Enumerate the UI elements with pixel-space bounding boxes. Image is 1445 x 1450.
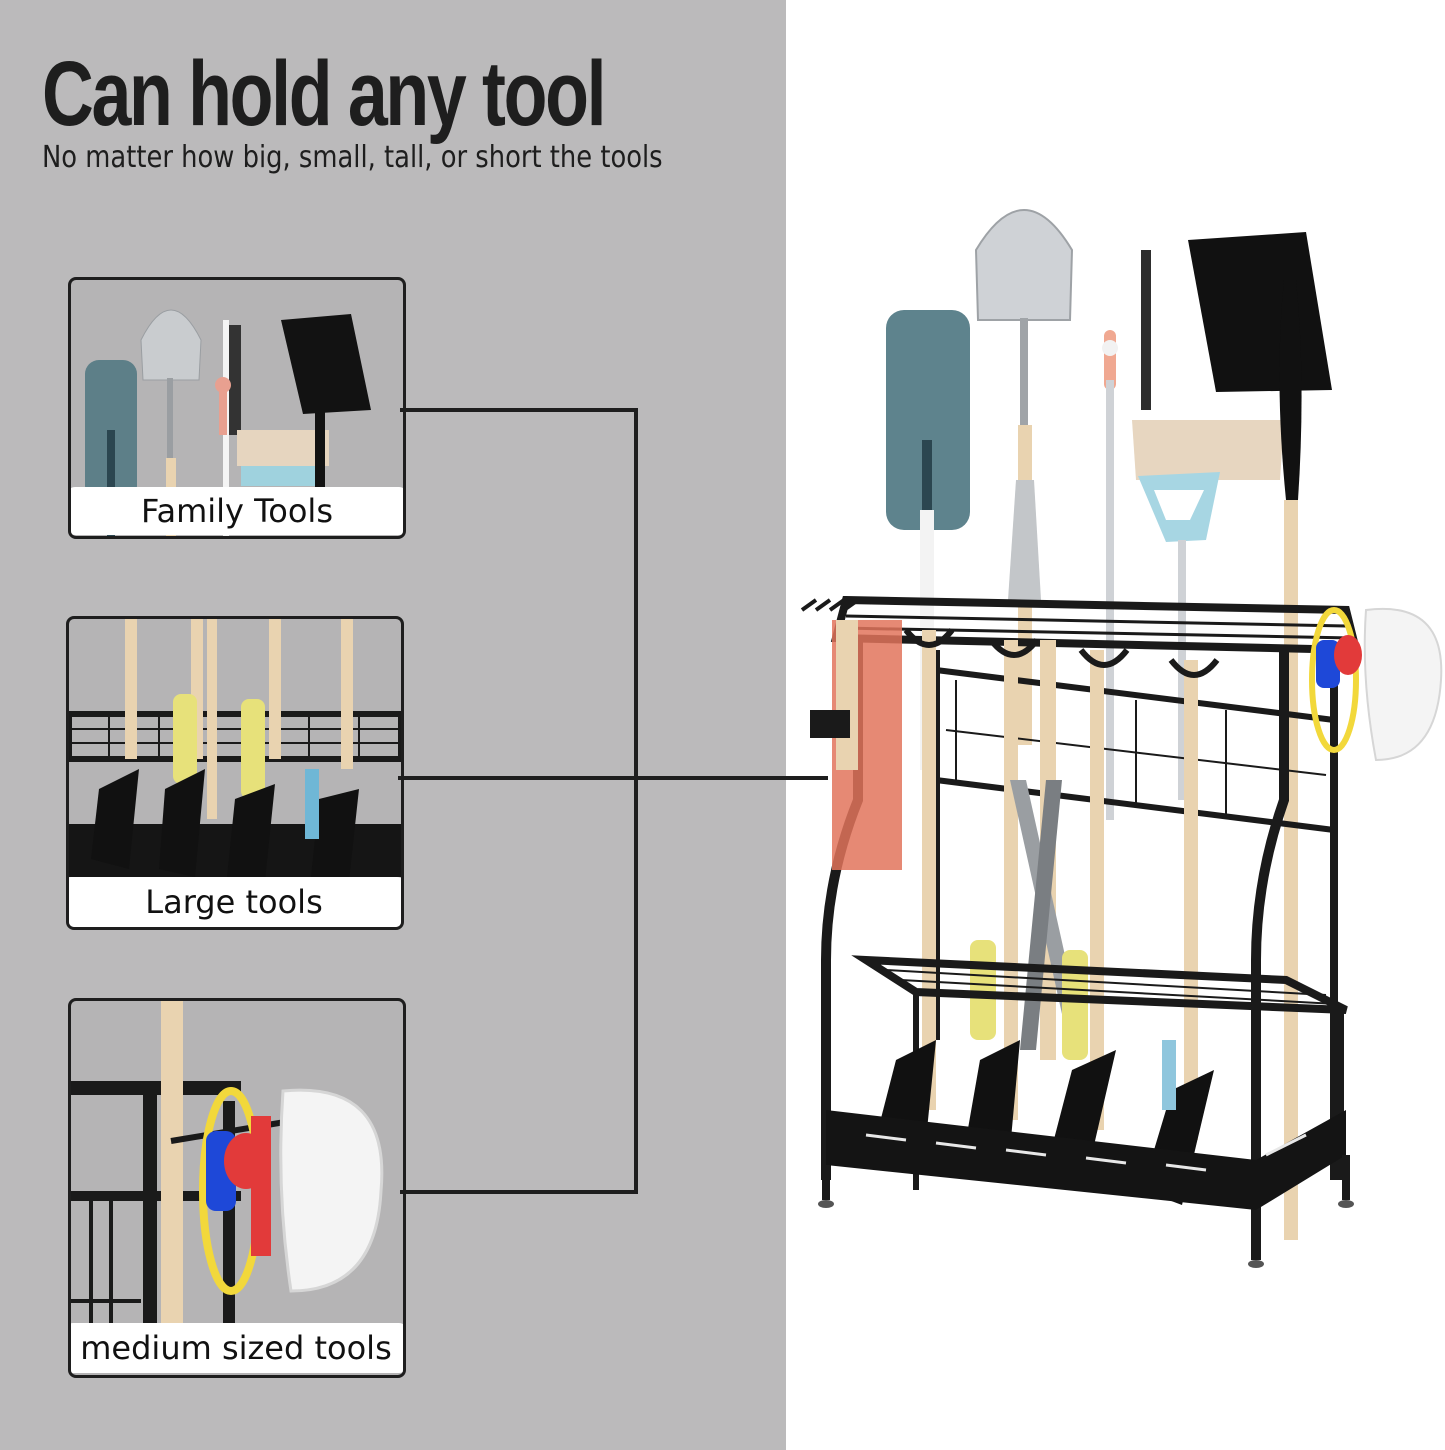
tool-rack-illustration xyxy=(800,209,1443,1268)
medium-tools-card: medium sized tools xyxy=(68,998,406,1378)
medium-tools-label: medium sized tools xyxy=(71,1323,403,1373)
connector-line-vertical xyxy=(634,408,638,1194)
family-tools-image xyxy=(85,309,371,536)
connector-line-middle xyxy=(398,776,828,780)
large-tools-image xyxy=(69,619,401,881)
large-tools-card: Large tools xyxy=(66,616,404,930)
connector-line-bottom xyxy=(400,1190,638,1194)
tool-rack-product-image xyxy=(786,180,1445,1290)
subheadline: No matter how big, small, tall, or short… xyxy=(42,140,663,175)
medium-tools-image xyxy=(71,1001,384,1335)
family-tools-card: Family Tools xyxy=(68,277,406,539)
headline: Can hold any tool xyxy=(42,43,607,145)
large-tools-label: Large tools xyxy=(69,877,401,927)
family-tools-label: Family Tools xyxy=(71,487,403,535)
connector-line-top xyxy=(400,408,638,412)
